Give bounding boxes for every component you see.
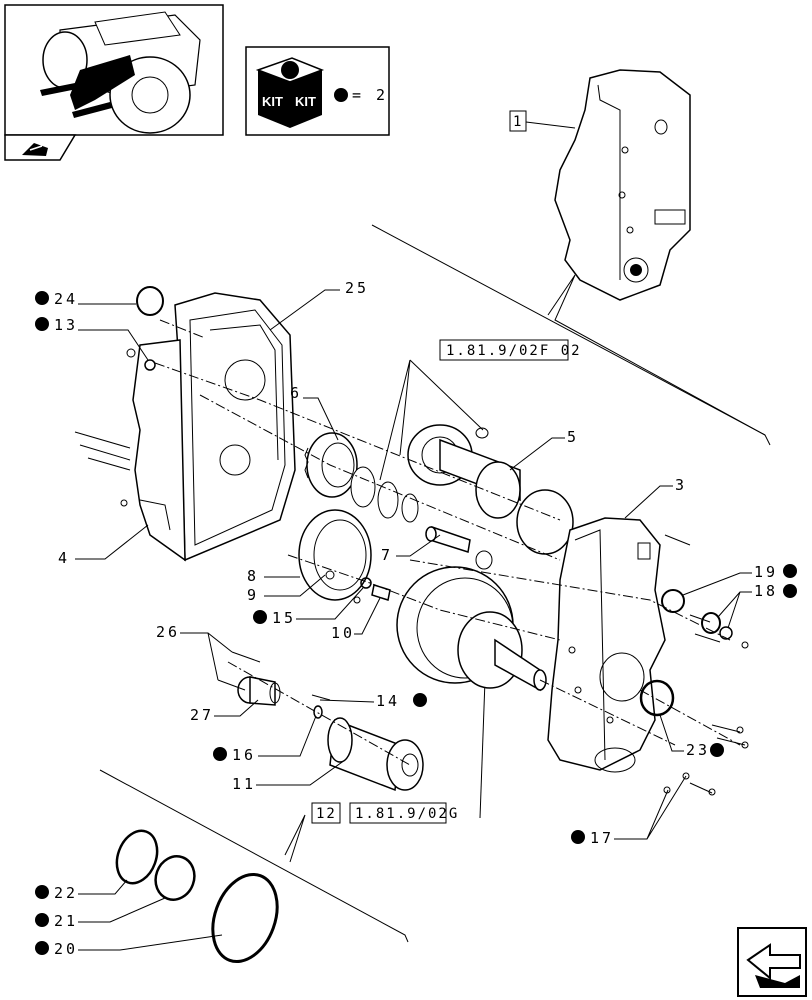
- callout-17[interactable]: 17: [571, 775, 687, 847]
- callout-16[interactable]: 16: [213, 715, 317, 764]
- svg-text:1: 1: [513, 114, 523, 130]
- svg-text:25: 25: [345, 279, 369, 297]
- part-12-gear-assembly[interactable]: [396, 566, 547, 692]
- callout-14[interactable]: 14: [319, 692, 427, 710]
- callout-20[interactable]: 20: [35, 934, 223, 958]
- kit-equals-text: = 2: [352, 86, 388, 104]
- previous-page-arrow-icon[interactable]: [22, 143, 48, 156]
- svg-text:8: 8: [247, 567, 259, 585]
- bearing-a: [350, 466, 376, 508]
- reference-box-1819-02f02[interactable]: 1.81.9/02F 02: [439, 339, 582, 361]
- part-14-pin[interactable]: [311, 694, 331, 701]
- callout-25[interactable]: 25: [269, 279, 369, 331]
- small-oring: [475, 427, 489, 439]
- callout-23[interactable]: 23: [659, 714, 724, 759]
- callout-15[interactable]: 15: [253, 587, 364, 627]
- callout-22[interactable]: 22: [35, 879, 128, 902]
- part-15-washer[interactable]: [360, 577, 372, 589]
- svg-text:16: 16: [232, 746, 256, 764]
- part-21-ring[interactable]: [150, 851, 201, 905]
- part-6-gear[interactable]: [304, 432, 358, 498]
- part-1-housing[interactable]: [554, 69, 691, 301]
- bolts-left: [74, 348, 136, 507]
- svg-text:18: 18: [754, 582, 778, 600]
- svg-text:5: 5: [567, 428, 579, 446]
- part-18-oring-b[interactable]: [719, 626, 733, 640]
- bolts-right: [663, 534, 749, 796]
- kit-legend: KIT KIT = 2: [245, 46, 390, 136]
- callout-19[interactable]: 19: [682, 563, 797, 596]
- callout-10[interactable]: 10: [331, 597, 381, 642]
- callout-24[interactable]: 24: [35, 290, 136, 308]
- svg-text:24: 24: [54, 290, 78, 308]
- svg-text:1.81.9/02F 02: 1.81.9/02F 02: [446, 343, 582, 359]
- part-22-ring[interactable]: [110, 825, 164, 889]
- svg-text:12: 12: [316, 806, 337, 822]
- part-13-washer[interactable]: [144, 359, 156, 371]
- callout-8[interactable]: 8: [247, 567, 300, 585]
- part-8-cover[interactable]: [298, 509, 372, 604]
- part-26-bolt[interactable]: [217, 651, 261, 691]
- svg-text:15: 15: [272, 609, 296, 627]
- reference-box-1819-02g[interactable]: 1.81.9/02G: [349, 802, 459, 824]
- part-4-housing[interactable]: [132, 339, 186, 562]
- callout-4[interactable]: 4: [58, 524, 149, 567]
- callout-3[interactable]: 3: [624, 476, 687, 519]
- part-24-oring[interactable]: [136, 286, 164, 316]
- callout-21[interactable]: 21: [35, 897, 166, 930]
- svg-text:19: 19: [754, 563, 778, 581]
- svg-text:27: 27: [190, 706, 214, 724]
- callout-27[interactable]: 27: [190, 699, 259, 724]
- part-11-piston[interactable]: [327, 717, 424, 792]
- svg-text:4: 4: [58, 549, 70, 567]
- svg-text:23: 23: [686, 741, 710, 759]
- bearing-b: [377, 481, 399, 519]
- callout-5[interactable]: 5: [509, 428, 579, 471]
- svg-text:20: 20: [54, 940, 78, 958]
- callout-26[interactable]: 26: [156, 623, 233, 681]
- kit-label-left: KIT: [262, 94, 283, 109]
- callout-13[interactable]: 13: [35, 316, 149, 361]
- kit-dot-icon: [334, 88, 348, 102]
- callout-7[interactable]: 7: [381, 534, 441, 564]
- svg-text:14: 14: [376, 692, 400, 710]
- part-3-housing[interactable]: [547, 517, 666, 773]
- kit-label-right: KIT: [295, 94, 316, 109]
- svg-text:13: 13: [54, 316, 78, 334]
- next-page-arrow-icon[interactable]: [737, 927, 807, 997]
- part-7-pin[interactable]: [425, 526, 493, 570]
- callout-6[interactable]: 6: [290, 384, 339, 441]
- bearing-c: [401, 493, 419, 523]
- svg-text:17: 17: [590, 829, 614, 847]
- part-20-ring[interactable]: [201, 865, 288, 970]
- callout-18[interactable]: 18: [717, 582, 797, 629]
- part-27-sleeve[interactable]: [237, 676, 281, 706]
- part-19-oring[interactable]: [661, 589, 685, 613]
- svg-text:6: 6: [290, 384, 302, 402]
- kit-box-icon: KIT KIT: [255, 57, 325, 128]
- svg-text:1.81.9/02G: 1.81.9/02G: [355, 806, 459, 822]
- svg-text:10: 10: [331, 624, 355, 642]
- svg-text:22: 22: [54, 884, 78, 902]
- part-18-oring-a[interactable]: [701, 612, 721, 634]
- callout-9[interactable]: 9: [247, 574, 326, 604]
- part-25-cover[interactable]: [174, 292, 296, 562]
- callout-11[interactable]: 11: [232, 759, 346, 793]
- reference-box-1[interactable]: 1: [509, 110, 576, 132]
- tractor-thumbnail-icon[interactable]: [4, 4, 224, 161]
- svg-text:21: 21: [54, 912, 78, 930]
- part-16-ring[interactable]: [313, 705, 323, 719]
- part-23-oring[interactable]: [639, 679, 675, 717]
- svg-text:7: 7: [381, 546, 393, 564]
- svg-text:11: 11: [232, 775, 256, 793]
- svg-text:9: 9: [247, 586, 259, 604]
- part-5-shaft[interactable]: [407, 424, 574, 555]
- reference-box-12[interactable]: 12: [311, 802, 341, 824]
- svg-text:26: 26: [156, 623, 180, 641]
- svg-text:3: 3: [675, 476, 687, 494]
